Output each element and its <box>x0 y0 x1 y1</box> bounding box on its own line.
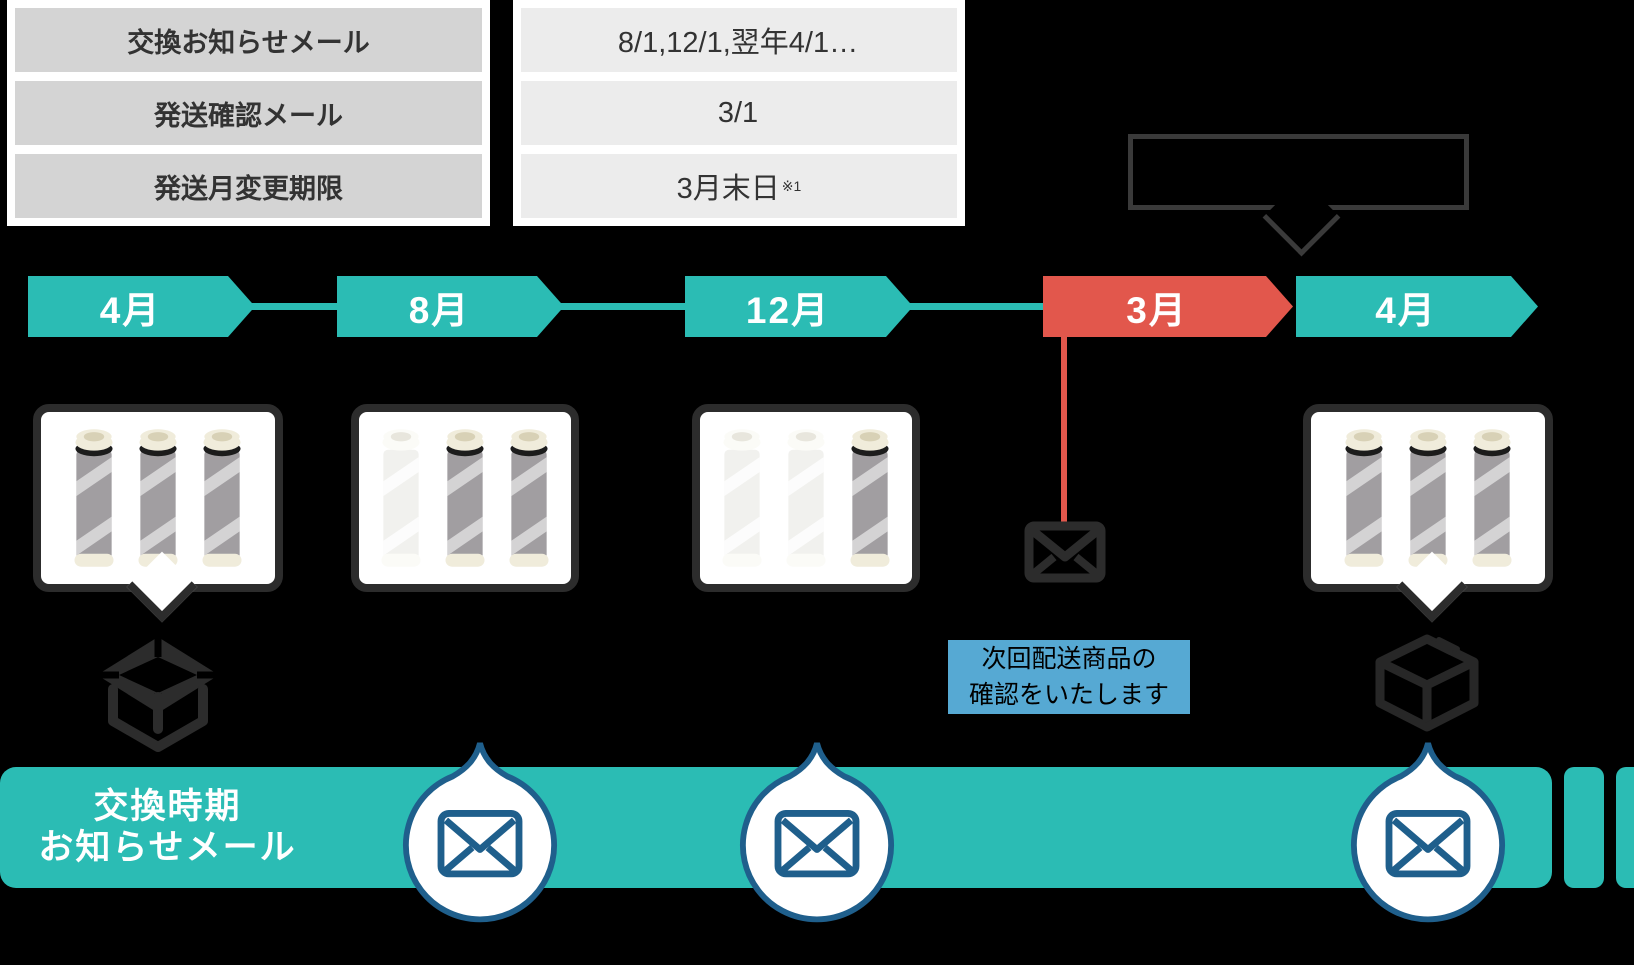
timeline-connector <box>908 303 1048 310</box>
row-label: 交換お知らせメール <box>127 27 370 58</box>
timeline-connector <box>558 303 692 310</box>
mail-bubble-icon <box>1351 742 1505 923</box>
cartridge-card-august <box>351 404 579 592</box>
callout-bubble <box>1128 134 1469 257</box>
cartridge-white-icon <box>381 429 421 567</box>
row-value: 8/1,12/1,翌年4/1… <box>617 27 859 59</box>
cartridge-card-next-april <box>1303 404 1553 623</box>
march-drop-line <box>1061 336 1067 523</box>
timeline-arrow-next-april: 4月 <box>1296 276 1538 337</box>
banner-line: お知らせメール <box>38 828 297 867</box>
open-box-icon <box>97 637 219 752</box>
cartridge-gray-icon <box>138 429 178 567</box>
mail-icon <box>1024 521 1106 583</box>
cartridge-set <box>1338 423 1518 573</box>
cartridge-white-icon <box>786 429 826 567</box>
timeline-arrow-december: 12月 <box>685 276 913 337</box>
cartridge-card-april <box>33 404 283 623</box>
note-line: 次回配送商品の <box>981 645 1157 673</box>
banner-title: 交換時期 お知らせメール <box>0 786 335 868</box>
note-line: 確認をいたします <box>968 681 1169 709</box>
month-label: 12月 <box>745 289 831 331</box>
table-row: 発送月変更期限 <box>15 154 482 218</box>
month-label: 8月 <box>408 289 471 331</box>
cartridge-set <box>716 423 896 573</box>
cartridge-set <box>375 423 555 573</box>
cartridge-gray-icon <box>1472 429 1512 567</box>
table-row: 3/1 <box>521 81 957 145</box>
timeline-connector <box>250 303 342 310</box>
cartridge-gray-icon <box>1408 429 1448 567</box>
cartridge-set <box>68 423 248 573</box>
table-row: 8/1,12/1,翌年4/1… <box>521 8 957 72</box>
month-label: 3月 <box>1126 289 1188 331</box>
row-value-note: ※1 <box>781 177 802 194</box>
banner-continuation-bar <box>1616 767 1634 888</box>
mail-bubble-icon <box>740 742 894 923</box>
timeline-arrow-april: 4月 <box>28 276 255 337</box>
next-delivery-note: 次回配送商品の 確認をいたします <box>948 640 1190 714</box>
row-label: 発送確認メール <box>154 100 343 131</box>
cartridge-white-icon <box>722 429 762 567</box>
cartridge-gray-icon <box>1344 429 1384 567</box>
month-label: 4月 <box>1375 289 1437 331</box>
timeline-arrow-march: 3月 <box>1043 276 1293 337</box>
row-value: 3/1 <box>717 96 759 129</box>
cartridge-gray-icon <box>509 429 549 567</box>
timeline-arrow-august: 8月 <box>337 276 564 337</box>
callout-text <box>1133 139 1464 205</box>
mail-bubble-icon <box>403 742 557 923</box>
month-label: 4月 <box>99 289 162 331</box>
row-label: 発送月変更期限 <box>154 173 343 204</box>
schedule-label-table: 交換お知らせメール 発送確認メール 発送月変更期限 <box>7 0 490 226</box>
table-row: 3月末日※1 <box>521 154 957 218</box>
cartridge-card-december <box>692 404 920 592</box>
schedule-value-table: 8/1,12/1,翌年4/1… 3/1 3月末日※1 <box>513 0 965 226</box>
table-row: 交換お知らせメール <box>15 8 482 72</box>
row-value: 3月末日 <box>676 173 780 205</box>
package-box-icon <box>1375 634 1479 732</box>
cartridge-gray-icon <box>850 429 890 567</box>
banner-continuation-bar <box>1564 767 1604 888</box>
cartridge-gray-icon <box>445 429 485 567</box>
cartridge-gray-icon <box>74 429 114 567</box>
banner-line: 交換時期 <box>93 787 242 826</box>
table-row: 発送確認メール <box>15 81 482 145</box>
cartridge-gray-icon <box>202 429 242 567</box>
